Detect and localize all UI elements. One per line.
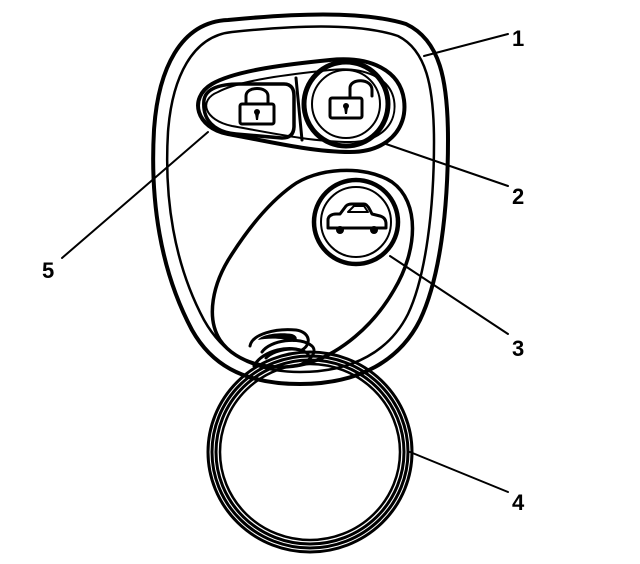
callout-5: 5 <box>42 258 54 283</box>
lock-button[interactable] <box>202 82 296 140</box>
callout-1: 1 <box>512 26 524 51</box>
leader-line-1 <box>423 33 509 57</box>
leader-line-5 <box>61 131 209 259</box>
trunk-release-button[interactable] <box>311 177 401 267</box>
callout-3: 3 <box>512 336 524 361</box>
key-ring <box>206 338 414 554</box>
leader-line-2 <box>385 143 509 187</box>
padlock-closed-icon <box>238 87 276 126</box>
unlock-button[interactable] <box>301 59 391 149</box>
leader-line-4 <box>409 451 509 493</box>
callout-4: 4 <box>512 490 525 515</box>
padlock-open-icon <box>328 79 374 120</box>
button-divider <box>294 76 304 142</box>
leader-line-3 <box>389 255 509 335</box>
key-fob-housing <box>151 12 450 386</box>
car-trunk-icon <box>326 202 388 234</box>
leader-lines <box>61 33 509 493</box>
callout-2: 2 <box>512 184 524 209</box>
